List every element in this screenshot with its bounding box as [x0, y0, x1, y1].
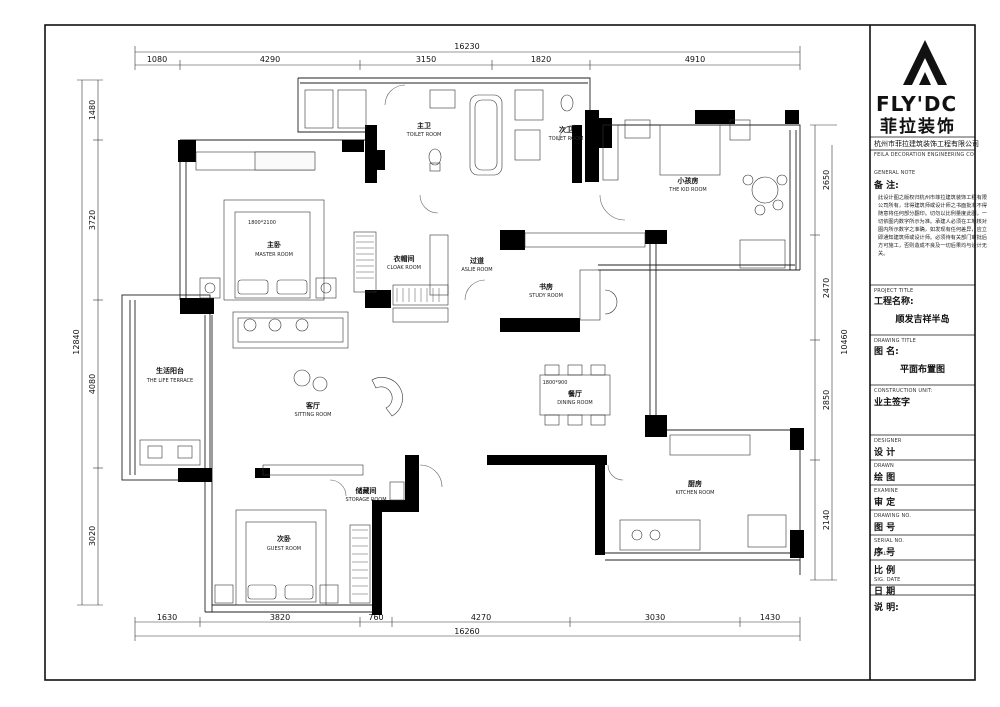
- designer-label: 设 计: [874, 448, 896, 458]
- examine-label: 审 定: [874, 498, 896, 508]
- dim-bottom-seg: 1630: [157, 613, 177, 622]
- room-label-life-terrace-en: THE LIFE TERRACE: [146, 378, 193, 384]
- room-label-master-toilet: 主卫: [417, 121, 431, 130]
- general-note-title: GENERAL NOTE: [874, 170, 916, 176]
- dim-left-seg: 3020: [88, 526, 97, 546]
- scale-en: SCALE: [874, 552, 890, 557]
- room-label-second-toilet-en: TOILET ROOM: [548, 136, 584, 142]
- designer-en: DESIGNER: [874, 438, 902, 444]
- room-label-study-room: 书房: [539, 282, 553, 291]
- room-label-aisle: 过道: [470, 256, 484, 265]
- room-label-kitchen-room-en: KITCHEN ROOM: [676, 490, 715, 496]
- room-label-sitting-room: 客厅: [305, 401, 320, 410]
- owner-sign-label: 业主签字: [874, 398, 911, 408]
- room-label-master-toilet-en: TOILET ROOM: [406, 132, 442, 138]
- logo-chinese: 菲拉装饰: [880, 117, 956, 137]
- structural-walls: [178, 110, 804, 615]
- dim-bottom-seg: 1430: [760, 613, 780, 622]
- dim-right-seg: 2850: [822, 390, 831, 410]
- room-label-cloak-room-en: CLOAK ROOM: [387, 265, 421, 271]
- dim-left-seg: 1480: [88, 100, 97, 120]
- dim-top-total: 16230: [454, 42, 479, 51]
- construction-unit-en: CONSTRUCTION UNIT:: [874, 388, 933, 394]
- project-title-label: 工程名称:: [874, 297, 914, 307]
- company-name-cn: 杭州市菲拉建筑装饰工程有限公司: [874, 140, 979, 148]
- dim-right-seg: 2140: [822, 510, 831, 530]
- room-label-sitting-room-en: SITTING ROOM: [294, 412, 331, 418]
- room-label-storage-room: 储藏间: [355, 486, 377, 495]
- drawn-en: DRAWN: [874, 463, 894, 469]
- room-label-guest-room: 次卧: [277, 534, 291, 543]
- dim-right-seg: 2470: [822, 278, 831, 298]
- dim-right-total: 10460: [840, 329, 849, 354]
- drawing-title-en: DRAWING TITLE: [874, 338, 917, 344]
- serial-no-label: 序 号: [874, 548, 896, 558]
- room-label-kid-room: 小孩房: [677, 176, 699, 185]
- dim-bottom-seg: 3030: [645, 613, 665, 622]
- description-label: 说 明:: [874, 603, 899, 613]
- drawing-no-label: 图 号: [874, 523, 896, 533]
- room-label-study-room-en: STUDY ROOM: [529, 293, 563, 299]
- dim-bottom-seg: 760: [368, 613, 383, 622]
- dim-top-seg: 4290: [260, 55, 280, 64]
- drawing-no-en: DRAWING NO.: [874, 513, 912, 519]
- drawing-title-label: 图 名:: [874, 347, 899, 357]
- room-label-cloak-room: 衣帽间: [394, 254, 415, 263]
- title-block-grid: [870, 136, 975, 596]
- dim-top-seg: 1080: [147, 55, 167, 64]
- drawing-name: 平面布置图: [899, 365, 945, 375]
- general-note-label: 备 注:: [874, 181, 899, 191]
- dim-right-seg: 2650: [822, 170, 831, 190]
- logo-wordmark: FLY'DC: [876, 92, 958, 116]
- general-note-text: 此设计图之版权归杭州市菲拉建筑装饰工程有限公司所有，非得建筑师或设计师之书面批准…: [878, 195, 987, 257]
- dim-left-total: 12840: [72, 329, 81, 354]
- dim-left-seg: 3720: [88, 210, 97, 230]
- dim-top-seg: 3150: [416, 55, 436, 64]
- room-label-master-room-en: MASTER ROOM: [255, 252, 293, 258]
- room-label-life-terrace: 生活阳台: [156, 366, 184, 375]
- room-label-dining-room: 餐厅: [567, 389, 582, 398]
- examine-en: EXAMINE: [874, 488, 899, 494]
- dim-left-seg: 4080: [88, 374, 97, 394]
- room-label-master-room: 主卧: [267, 240, 281, 249]
- company-name-en: FEILA DECORATION ENGINEERING CO.: [874, 152, 976, 158]
- room-labels: 主卫 TOILET ROOM 次卫 TOILET ROOM 小孩房 THE KI…: [146, 121, 715, 552]
- dim-top-seg: 4910: [685, 55, 705, 64]
- drawn-label: 绘 图: [874, 473, 896, 483]
- room-label-kitchen-room: 厨房: [688, 479, 702, 488]
- dimension-lines: [77, 46, 837, 641]
- serial-no-en: SERIAL NO.: [874, 538, 905, 544]
- project-name: 顺发吉祥半岛: [895, 315, 950, 325]
- room-label-aisle-en: ASLIE ROOM: [461, 267, 492, 273]
- room-label-kid-room-en: THE KID ROOM: [668, 187, 706, 193]
- dining-table-size: 1800*900: [543, 380, 568, 386]
- room-label-guest-room-en: GUEST ROOM: [267, 546, 301, 552]
- room-label-second-toilet: 次卫: [559, 125, 573, 134]
- date-label: 日 期: [874, 587, 896, 597]
- project-title-en: PROJECT TITLE: [874, 288, 914, 294]
- dim-bottom-seg: 3820: [270, 613, 290, 622]
- master-bed-size: 1800*2100: [248, 220, 276, 226]
- scale-label: 比 例: [874, 566, 896, 576]
- dim-bottom-seg: 4270: [471, 613, 491, 622]
- logo-house-icon: [903, 40, 947, 85]
- sig-date-en: SIG. DATE: [874, 577, 901, 583]
- dim-top-seg: 1820: [531, 55, 551, 64]
- furniture: [139, 84, 788, 606]
- dim-bottom-total: 16260: [454, 627, 479, 636]
- room-label-storage-room-en: STORAGE ROOM: [345, 497, 386, 503]
- sheet-border: [44, 24, 976, 681]
- room-label-dining-room-en: DINING ROOM: [557, 400, 592, 406]
